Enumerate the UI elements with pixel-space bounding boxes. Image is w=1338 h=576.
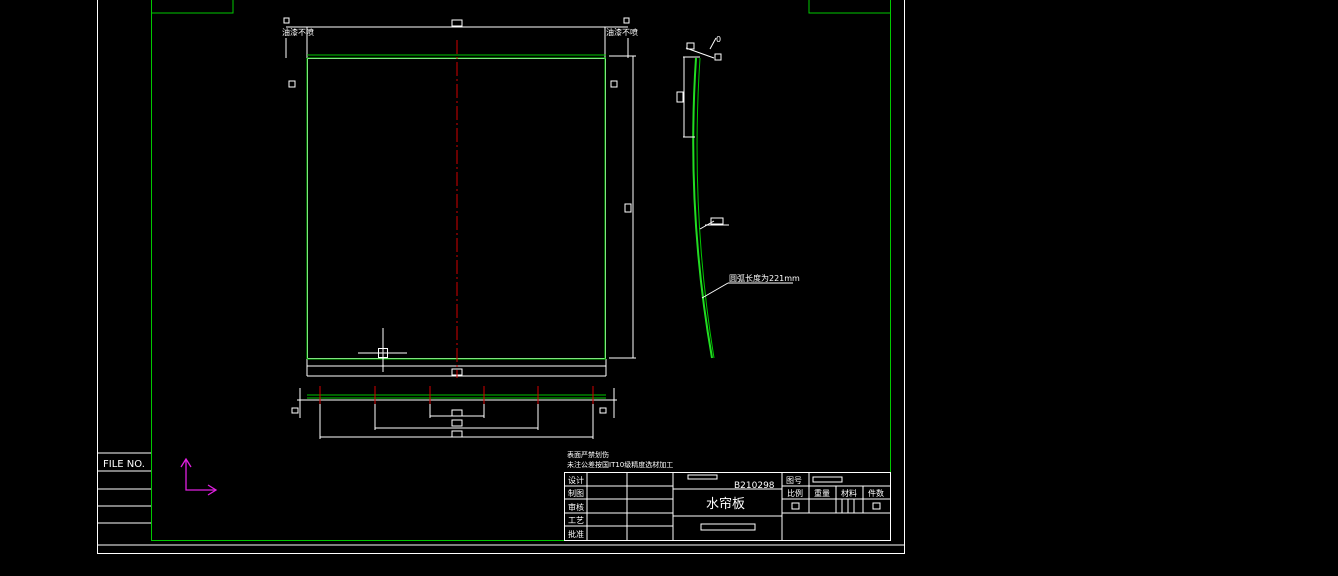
cursor-crosshair xyxy=(358,328,407,372)
side-view-curve xyxy=(692,57,715,359)
title-block: 设计 制图 审核 工艺 批准 B210298 水帘板 图号 比例 重量 材料 件… xyxy=(564,472,891,541)
sheet-frame xyxy=(97,0,905,554)
arc-length-note: 圆弧长度为221mm xyxy=(729,273,800,283)
tech-note-line-1: 表面严禁划伤 xyxy=(567,450,609,459)
col-label-scale: 比例 xyxy=(787,488,803,498)
bottom-view-profile xyxy=(307,386,606,404)
sign-row-review: 审核 xyxy=(568,502,584,512)
svg-text:0: 0 xyxy=(716,35,721,44)
part-name: 水帘板 xyxy=(706,496,745,512)
drawing-code-label: 图号 xyxy=(786,476,802,485)
sign-row-drafting: 制图 xyxy=(568,488,584,498)
col-label-weight: 重量 xyxy=(814,488,830,498)
sign-row-design: 设计 xyxy=(568,475,584,485)
col-label-quantity: 件数 xyxy=(868,488,884,498)
tech-note-line-2: 未注公差按国IT10级精度选材加工 xyxy=(567,460,673,469)
drawing-number: B210298 xyxy=(734,481,775,491)
corner-label-left: 油漆不喷 xyxy=(282,27,314,37)
file-number-label: FILE NO. xyxy=(103,459,145,470)
col-label-material: 材料 xyxy=(841,488,857,498)
corner-label-right: 油漆不喷 xyxy=(606,27,638,37)
front-view-panel xyxy=(283,17,636,377)
bottom-view xyxy=(291,388,617,439)
ucs-axis-icon xyxy=(180,457,218,496)
file-number-margin xyxy=(97,452,151,524)
side-view-dimensions: 0 xyxy=(676,35,793,299)
sign-row-approve: 批准 xyxy=(568,529,584,539)
sign-row-process: 工艺 xyxy=(568,516,584,525)
